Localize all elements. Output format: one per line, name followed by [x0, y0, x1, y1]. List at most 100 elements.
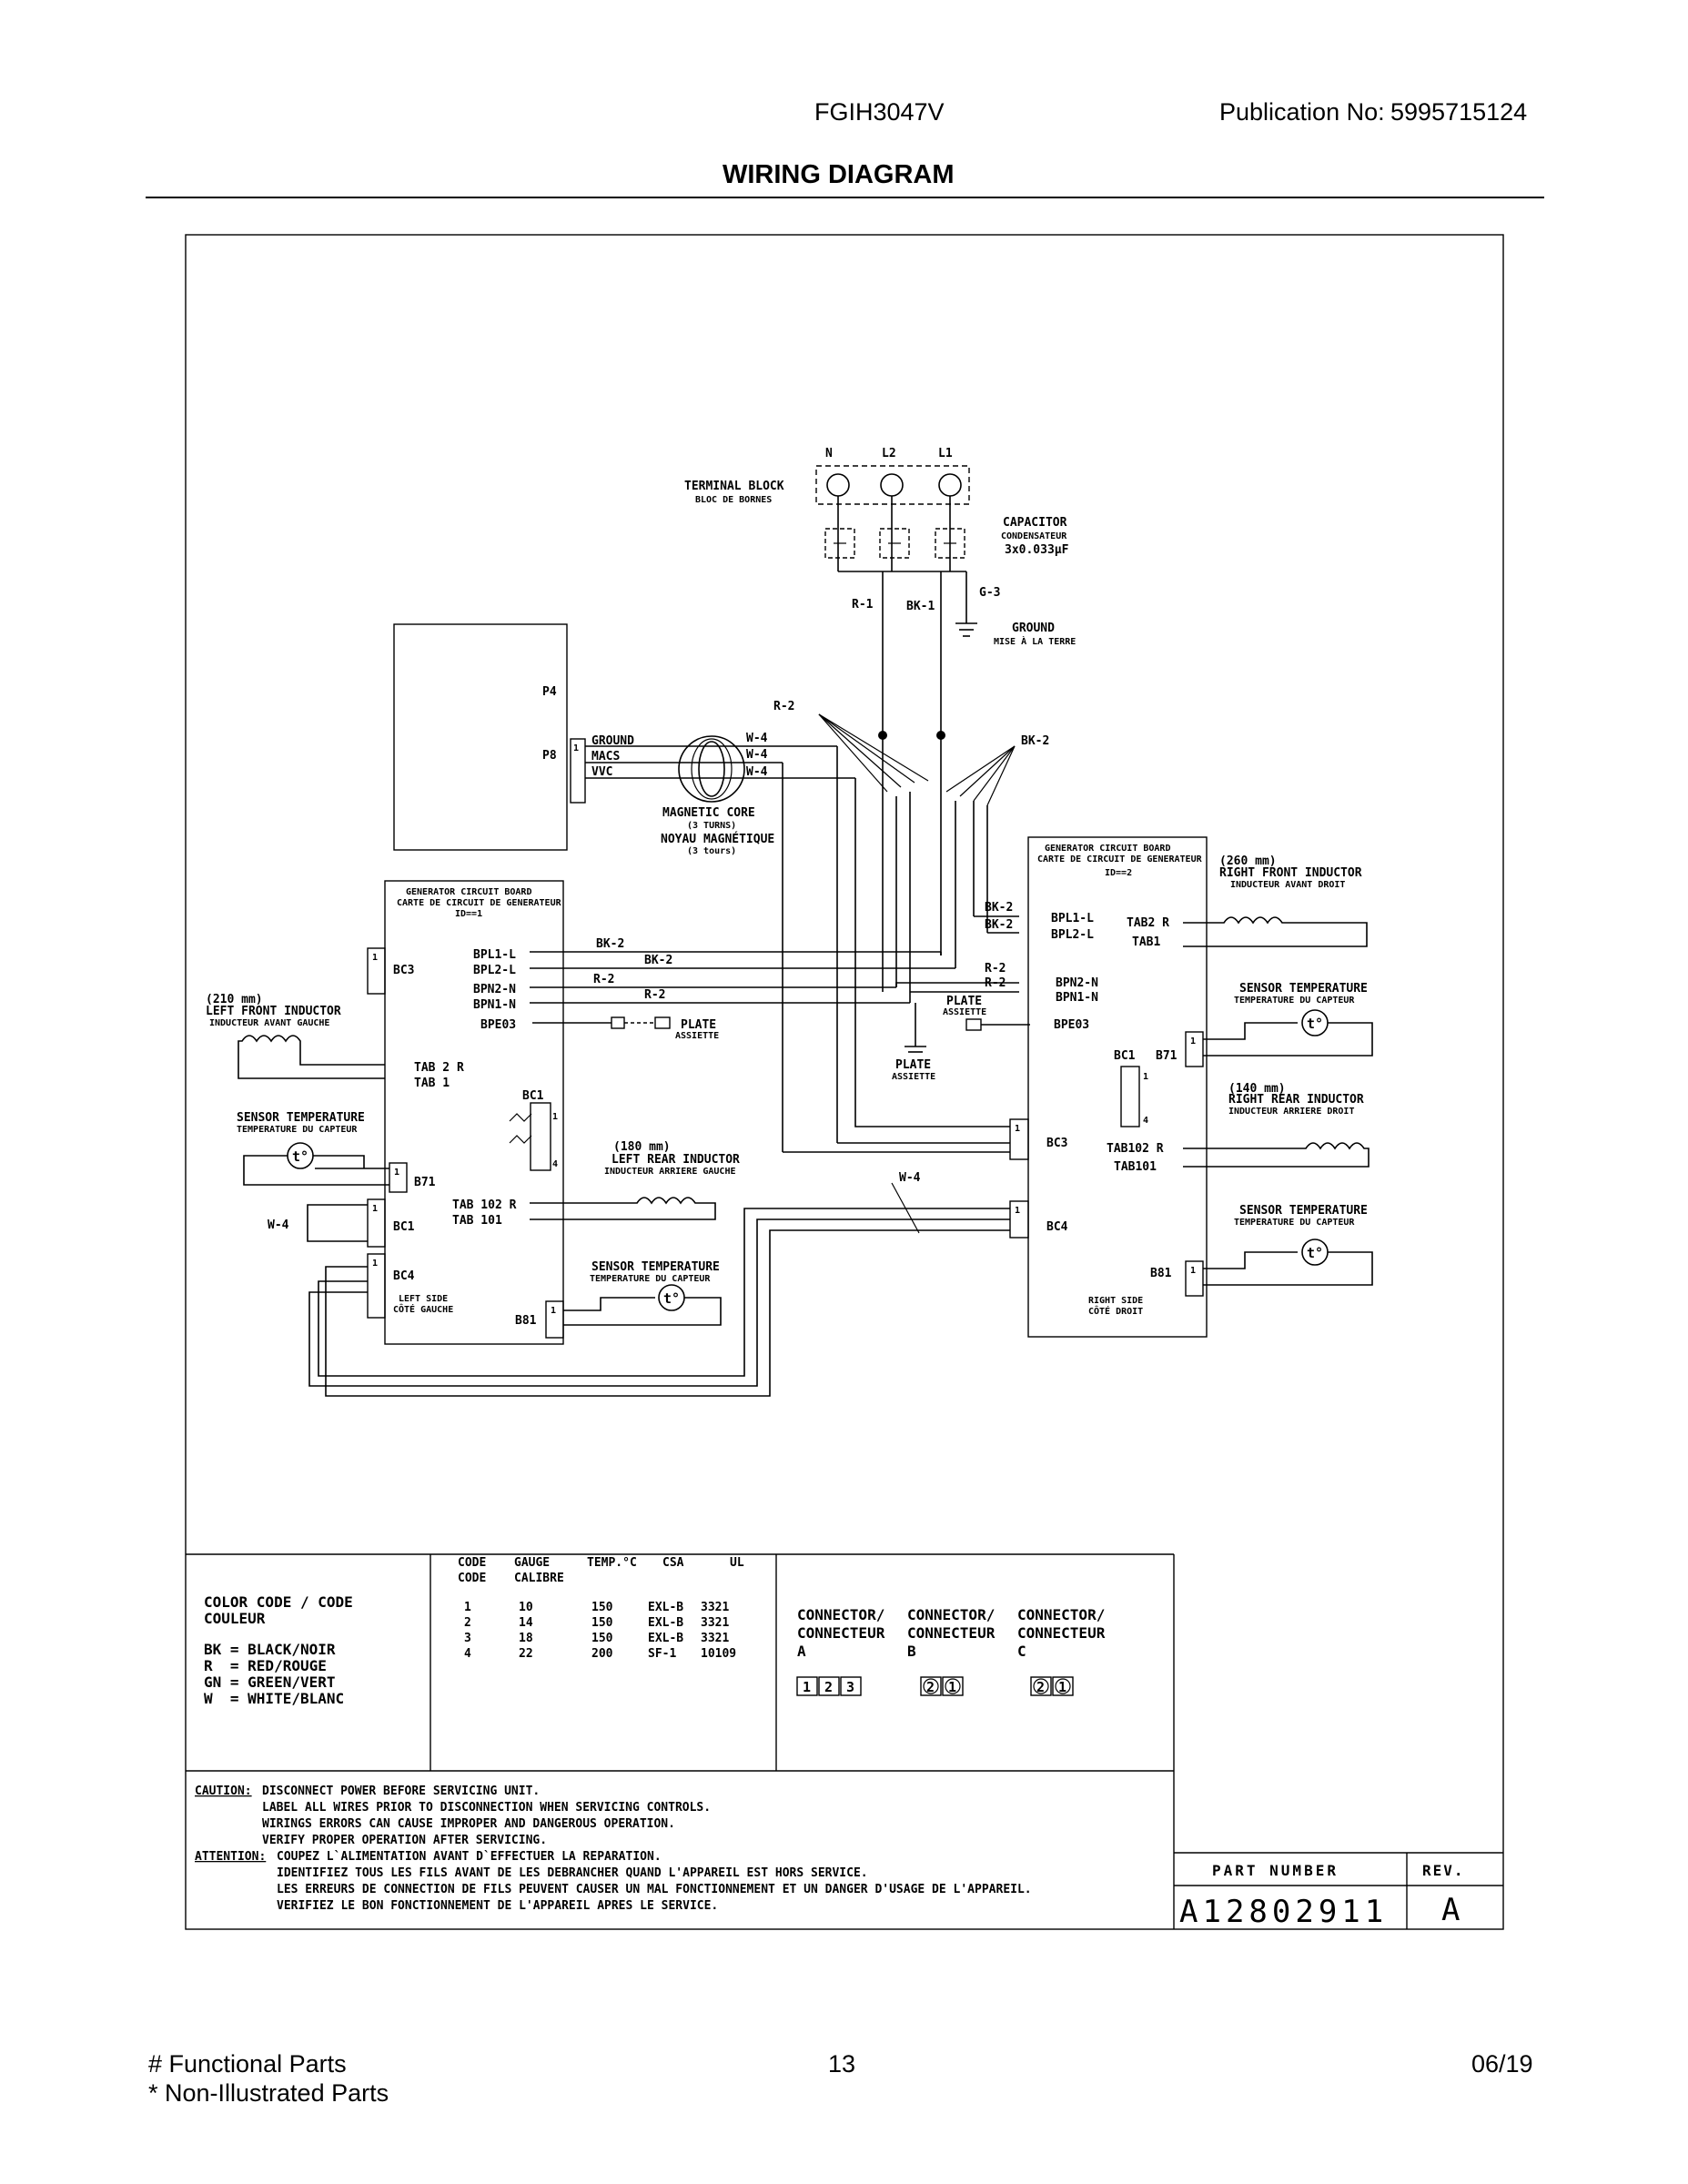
- connector-pin-box: [796, 1676, 818, 1696]
- left-plate-label-en: PLATE: [681, 1018, 716, 1032]
- gauge-cell: 10: [519, 1601, 533, 1614]
- right-tab2r-label: TAB2 R: [1127, 916, 1169, 930]
- legend: COLOR CODE / CODE COULEUR BK = BLACK/NOI…: [186, 1553, 1175, 1929]
- attention-line-3: LES ERREURS DE CONNECTION DE FILS PEUVEN…: [277, 1883, 1032, 1896]
- left-board-title-fr: CARTE DE CIRCUIT DE GENERATEUR: [397, 898, 562, 908]
- right-board-id: ID==2: [1105, 868, 1132, 878]
- color-code-title-2: COULEUR: [204, 1610, 266, 1627]
- connector-label: CONNECTEUR: [797, 1624, 885, 1642]
- left-sensor-1: SENSOR TEMPERATURE TEMPERATURE DU CAPTEU…: [237, 1111, 389, 1186]
- right-side-label-en: RIGHT SIDE: [1088, 1296, 1143, 1306]
- left-wire-r2-2: R-2: [644, 988, 665, 1002]
- gauge-cell: 14: [519, 1616, 533, 1630]
- right-board-title-fr: CARTE DE CIRCUIT DE GENERATEUR: [1037, 854, 1203, 864]
- terminal-l2-label: L2: [882, 447, 896, 460]
- gauge-header2-code: CODE: [458, 1572, 486, 1585]
- right-plate-label-en: PLATE: [946, 995, 982, 1008]
- gauge-cell: 150: [591, 1616, 613, 1630]
- gauge-cell: 150: [591, 1632, 613, 1645]
- color-code-r: R = RED/ROUGE: [204, 1657, 327, 1674]
- right-plate-label-fr: ASSIETTE: [943, 1007, 986, 1017]
- model-number: FGIH3047V: [814, 98, 945, 126]
- terminal-block: N L2 L1 TERMINAL BLOCK BLOC DE BORNES CA…: [684, 447, 1076, 647]
- non-illustrated-note: * Non-Illustrated Parts: [148, 2079, 389, 2107]
- user-interface-board: P4 P8 1 GROUND MACS VVC W-4 W-4 W-4: [393, 623, 855, 1152]
- ground-label-fr: MISE À LA TERRE: [994, 635, 1076, 647]
- right-bc3-label: BC3: [1046, 1137, 1067, 1150]
- gauge-cell: SF-1: [648, 1647, 676, 1661]
- left-bc3-label: BC3: [393, 964, 414, 977]
- wire-vvc-label: VVC: [591, 765, 612, 779]
- rs2-t-icon: t°: [1307, 1245, 1323, 1261]
- left-side-label-en: LEFT SIDE: [399, 1294, 448, 1304]
- left-side-label-fr: CÔTÉ GAUCHE: [393, 1303, 453, 1315]
- connector-label: CONNECTOR/: [797, 1606, 884, 1623]
- gauge-cell: EXL-B: [648, 1616, 683, 1630]
- gauge-cell: EXL-B: [648, 1632, 683, 1645]
- left-bpl2-label: BPL2-L: [473, 964, 516, 977]
- connector-pin-number: 3: [846, 1679, 854, 1695]
- gauge-cell: 200: [591, 1647, 613, 1661]
- gauge-cell: EXL-B: [648, 1601, 683, 1614]
- right-bpl2-label: BPL2-L: [1051, 928, 1094, 942]
- left-wire-bk2-1: BK-2: [596, 937, 624, 951]
- left-b81-label: B81: [515, 1314, 537, 1328]
- part-number-label: PART NUMBER: [1212, 1862, 1339, 1879]
- caution-label: CAUTION:: [195, 1785, 252, 1798]
- caution-line-4: VERIFY PROPER OPERATION AFTER SERVICING.: [262, 1834, 547, 1847]
- rev-label: REV.: [1422, 1862, 1465, 1879]
- left-bc1b-label: BC1: [393, 1220, 415, 1234]
- left-generator-board: GENERATOR CIRCUIT BOARD CARTE DE CIRCUIT…: [367, 880, 564, 1345]
- publication-label: Publication No:: [1219, 98, 1385, 126]
- left-bc1-label: BC1: [522, 1089, 544, 1103]
- connector-pin-box: [920, 1676, 942, 1696]
- color-code-gn: GN = GREEN/VERT: [204, 1673, 336, 1691]
- wire-w4-label-1: W-4: [746, 732, 768, 745]
- right-wire-bk2-1: BK-2: [985, 901, 1013, 915]
- gauge-cell: 10109: [701, 1647, 736, 1661]
- bc3-pin-1: 1: [372, 953, 378, 963]
- gauge-cell: 18: [519, 1632, 533, 1645]
- right-tab1-label: TAB1: [1132, 935, 1160, 949]
- magnetic-core: MAGNETIC CORE (3 TURNS) NOYAU MAGNÉTIQUE…: [661, 735, 774, 856]
- rs1-label-en: SENSOR TEMPERATURE: [1239, 982, 1368, 996]
- header-rule: [146, 197, 1544, 198]
- wire-macs-label: MACS: [591, 750, 620, 763]
- connector-pin-box: [942, 1676, 964, 1696]
- rf-size: (260 mm): [1219, 854, 1277, 868]
- connector-pin-number: 2: [1036, 1679, 1045, 1695]
- ls2-label-en: SENSOR TEMPERATURE: [591, 1260, 720, 1274]
- right-bc1-pin-4: 4: [1143, 1116, 1148, 1126]
- rr-label-en: RIGHT REAR INDUCTOR: [1228, 1093, 1364, 1107]
- right-b71-pin-1: 1: [1190, 1036, 1196, 1046]
- ls2-t-icon: t°: [663, 1290, 680, 1307]
- gauge-cell: 3321: [701, 1601, 729, 1614]
- connector-pin-number: 2: [824, 1679, 833, 1695]
- connector-pin-box: [840, 1676, 862, 1696]
- left-b81-pin-1: 1: [551, 1306, 556, 1316]
- p8-label: P8: [542, 749, 557, 763]
- rs2-label-fr: TEMPERATURE DU CAPTEUR: [1234, 1218, 1355, 1228]
- wire-bk2-label: BK-2: [1021, 734, 1049, 748]
- attention-label: ATTENTION:: [195, 1850, 266, 1864]
- lr-label-fr: INDUCTEUR ARRIERE GAUCHE: [604, 1167, 736, 1177]
- core-label-en-1: MAGNETIC CORE: [662, 806, 755, 820]
- color-code-bk: BK = BLACK/NOIR: [204, 1641, 336, 1658]
- gauge-header-gauge: GAUGE: [514, 1556, 550, 1570]
- rf-label-en: RIGHT FRONT INDUCTOR: [1219, 866, 1362, 880]
- connector-pin-box: [818, 1676, 840, 1696]
- right-bc1-label: BC1: [1114, 1049, 1136, 1063]
- gauge-cell: 3321: [701, 1632, 729, 1645]
- gauge-cell: 22: [519, 1647, 533, 1661]
- rr-label-fr: INDUCTEUR ARRIERE DROIT: [1228, 1107, 1354, 1117]
- left-bpn2-label: BPN2-N: [473, 983, 516, 996]
- rf-label-fr: INDUCTEUR AVANT DROIT: [1230, 880, 1345, 890]
- ls1-label-fr: TEMPERATURE DU CAPTEUR: [237, 1125, 358, 1135]
- rs1-label-fr: TEMPERATURE DU CAPTEUR: [1234, 996, 1355, 1006]
- left-bc1-pin-4: 4: [552, 1159, 558, 1169]
- gauge-cell: 4: [464, 1647, 471, 1661]
- lr-size: (180 mm): [613, 1140, 671, 1154]
- left-front-inductor: (210 mm) LEFT FRONT INDUCTOR INDUCTEUR A…: [206, 993, 385, 1079]
- capacitor-label-fr: CONDENSATEUR: [1001, 531, 1067, 541]
- connector-label: A: [797, 1643, 806, 1660]
